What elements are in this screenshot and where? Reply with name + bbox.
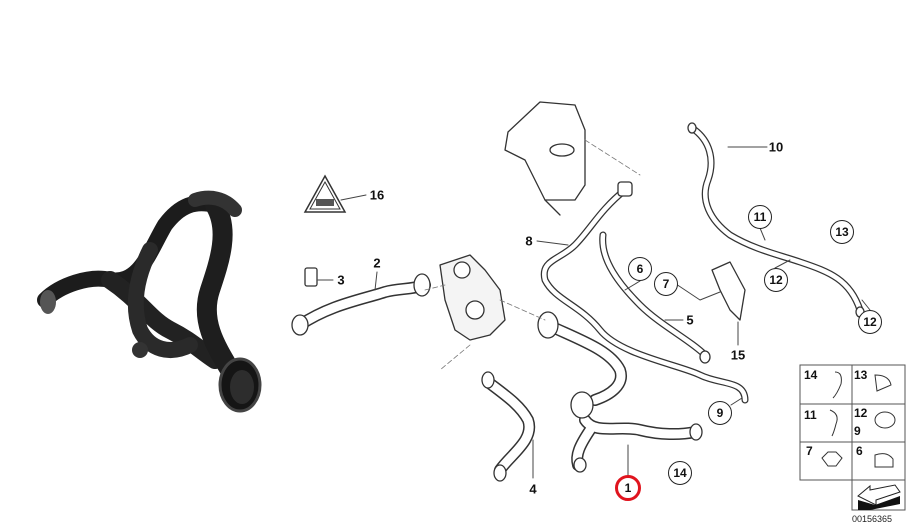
legend-label-9: 9 [854,424,861,438]
callout-15[interactable]: 15 [730,347,746,363]
expansion-tank-drawing [504,101,586,216]
fasteners-legend [799,364,906,511]
callout-5[interactable]: 5 [686,312,694,328]
legend-label-13: 13 [854,368,868,382]
callout-12-second[interactable]: 12 [858,310,882,334]
clip-icons [821,371,896,468]
arrow-icon [857,484,901,510]
callout-6[interactable]: 6 [628,257,652,281]
hoses-line-art [291,101,871,482]
warning-triangle-icon [303,174,347,213]
callout-3[interactable]: 3 [337,272,345,288]
callout-9[interactable]: 9 [708,401,732,425]
callout-4[interactable]: 4 [529,481,537,497]
legend-label-7: 7 [806,444,813,458]
thermostat-housing-drawing [439,254,506,341]
legend-label-6: 6 [856,444,863,458]
legend-label-14: 14 [804,368,818,382]
callout-7[interactable]: 7 [654,272,678,296]
callout-11[interactable]: 11 [748,205,772,229]
callout-14[interactable]: 14 [668,461,692,485]
diagram-code: 00156365 [852,514,893,524]
hose-photo [37,190,262,413]
callout-12[interactable]: 12 [764,268,788,292]
legend-label-11: 11 [804,408,817,422]
callout-2[interactable]: 2 [373,255,381,271]
callout-16[interactable]: 16 [369,187,385,203]
callout-8[interactable]: 8 [525,233,533,249]
legend-label-12: 12 [854,406,868,420]
callout-13[interactable]: 13 [830,220,854,244]
callout-10[interactable]: 10 [768,139,784,155]
callout-1-highlighted[interactable]: 1 [615,475,641,501]
